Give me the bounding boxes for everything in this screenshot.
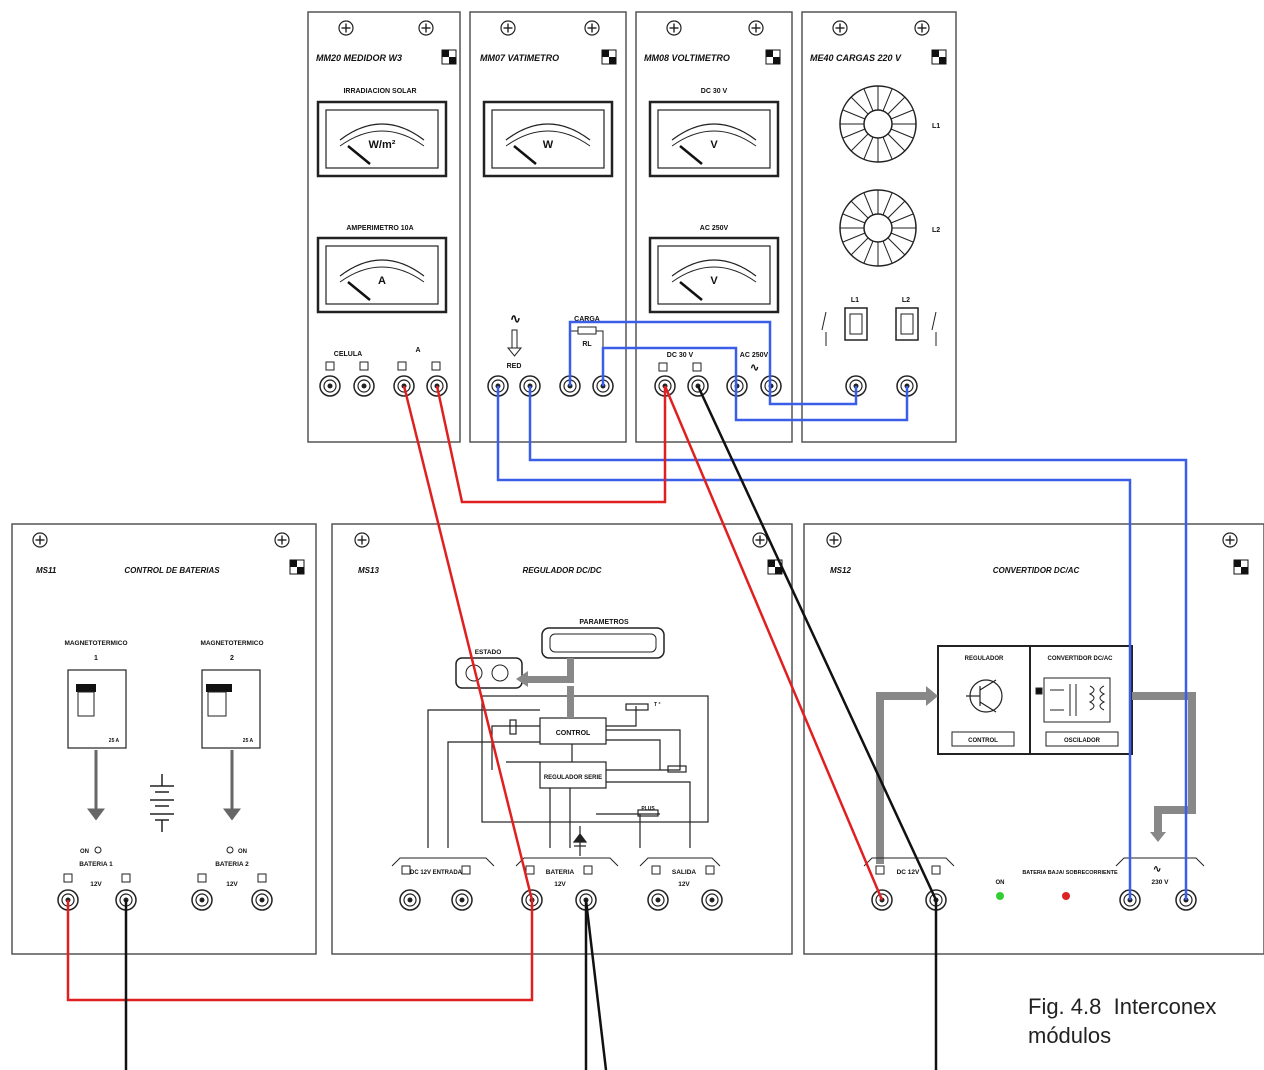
- mm07-title: MM07 VATIMETRO: [480, 53, 559, 63]
- ms11-breaker1-title: MAGNETOTERMICO: [64, 640, 127, 647]
- ms12-regulador: REGULADOR: [965, 656, 1004, 662]
- ms11-on2: ON: [238, 849, 247, 855]
- ms13-estado: ESTADO: [475, 649, 502, 656]
- ms12-code: MS12: [830, 566, 851, 575]
- ms12-on-label: ON: [996, 880, 1005, 886]
- mm20-celula-label: CELULA: [334, 351, 362, 358]
- ms11-breaker1-num: 1: [94, 655, 98, 662]
- breaker-1[interactable]: [67, 669, 127, 749]
- ms12-ac-symbol: ∿: [1153, 864, 1161, 875]
- ms11-breaker2-num: 2: [230, 655, 234, 662]
- ms13-control: CONTROL: [556, 730, 591, 737]
- ms11-v1: 12V: [90, 881, 102, 888]
- ms11-title: CONTROL DE BATERIAS: [124, 566, 220, 575]
- ms12-control: CONTROL: [968, 738, 998, 744]
- ms13-pwm-label: PLUS: [641, 806, 655, 812]
- ms11-arrows: [87, 750, 241, 821]
- wires-blue: [496, 320, 1188, 900]
- ms12-oscilador: OSCILADOR: [1064, 738, 1101, 744]
- mm07-meter-unit: W: [543, 139, 554, 151]
- diode-icon: [572, 826, 588, 856]
- mm08-meter1-title: DC 30 V: [701, 88, 728, 95]
- ms11-code: MS11: [36, 566, 57, 575]
- wires-black: [124, 385, 938, 1070]
- mm07-carga-label: CARGA: [574, 316, 600, 323]
- ms11-breaker2-rating: 25 A: [243, 738, 254, 744]
- led-on: [996, 892, 1004, 900]
- ms11-breaker1-rating: 25 A: [109, 738, 120, 744]
- load-l2-icon: [839, 189, 917, 267]
- mm07-arrow-icon: [506, 329, 523, 357]
- inverter-circuit-icon: [1035, 677, 1111, 723]
- ms13-thick-arrows: [516, 658, 574, 718]
- mm07-rl-label: RL: [582, 341, 592, 348]
- ms11-on1: ON: [80, 849, 89, 855]
- estado-indicator: [455, 657, 523, 689]
- ms13-block-diagram: [427, 695, 709, 848]
- mm07-red-label: RED: [507, 363, 522, 370]
- me40-l1-label: L1: [851, 297, 859, 304]
- ms13-bateria: BATERIA: [546, 869, 575, 876]
- ms12-bateria-baja: BATERIA BAJA/ SOBRECORRIENTE: [1022, 870, 1118, 876]
- mm08-dc-label: DC 30 V: [667, 352, 694, 359]
- led-bateria-baja: [1062, 892, 1070, 900]
- ms11-breaker2-title: MAGNETOTERMICO: [200, 640, 263, 647]
- wires-red: [66, 385, 884, 1002]
- transistor-icon: [966, 679, 1003, 713]
- ms13-t-label: T °: [654, 702, 660, 708]
- panel-mm07: [469, 11, 627, 443]
- ms13-salida-v: 12V: [678, 881, 690, 888]
- mm20-meter2-unit: A: [378, 275, 386, 287]
- me40-l1-side: L1: [932, 123, 940, 130]
- ms13-brackets: [391, 857, 721, 867]
- mm20-title: MM20 MEDIDOR W3: [316, 53, 402, 63]
- ms12-convertidor: CONVERTIDOR DC/AC: [1047, 656, 1113, 662]
- ms12-ac-label: 230 V: [1152, 879, 1170, 886]
- ms13-salida: SALIDA: [672, 869, 697, 876]
- ms13-code: MS13: [358, 566, 379, 575]
- mm20-meter2-title: AMPERIMETRO 10A: [346, 225, 413, 232]
- me40-l2-label: L2: [902, 297, 910, 304]
- ms13-entrada: DC 12V ENTRADA: [410, 870, 463, 876]
- caption-line2: módulos: [1028, 1023, 1111, 1048]
- ms11-bat2: BATERIA 2: [215, 861, 249, 868]
- mm20-meter1-title: IRRADIACION SOLAR: [343, 88, 416, 95]
- switch-l1[interactable]: [844, 307, 868, 341]
- ms13-regulador: REGULADOR SERIE: [544, 775, 602, 781]
- mm08-meter2-title: AC 250V: [700, 225, 729, 232]
- panel-ms11: [11, 523, 317, 955]
- ms11-bat1: BATERIA 1: [79, 861, 113, 868]
- switch-l2[interactable]: [895, 307, 919, 341]
- mm08-ac-symbol: ∿: [750, 362, 759, 374]
- ms13-parametros: PARAMETROS: [579, 619, 629, 626]
- breaker-2[interactable]: [201, 669, 261, 749]
- ms12-brackets: [863, 857, 1205, 867]
- resistor-rl-icon: [577, 326, 597, 335]
- caption-line1: Fig. 4.8 Interconex: [1028, 994, 1216, 1019]
- load-l1-icon: [839, 85, 917, 163]
- mm08-title: MM08 VOLTIMETRO: [644, 53, 730, 63]
- ms13-bateria-v: 12V: [554, 881, 566, 888]
- ms13-title: REGULADOR DC/DC: [522, 566, 601, 575]
- mm07-ac-symbol: ∿: [510, 311, 521, 326]
- mm08-meter1-unit: V: [710, 139, 718, 151]
- mm08-meter2-unit: V: [710, 275, 718, 287]
- ms12-dc-label: DC 12V: [897, 869, 920, 876]
- battery-symbol-icon: [150, 774, 174, 832]
- me40-l2-side: L2: [932, 227, 940, 234]
- me40-title: ME40 CARGAS 220 V: [810, 53, 902, 63]
- ms11-v2: 12V: [226, 881, 238, 888]
- parametros-display: [541, 627, 665, 659]
- mm20-a-label: A: [415, 347, 420, 354]
- mm08-ac-label: AC 250V: [740, 352, 769, 359]
- ms12-title: CONVERTIDOR DC/AC: [993, 566, 1080, 575]
- mm20-meter1-unit: W/m²: [369, 139, 396, 151]
